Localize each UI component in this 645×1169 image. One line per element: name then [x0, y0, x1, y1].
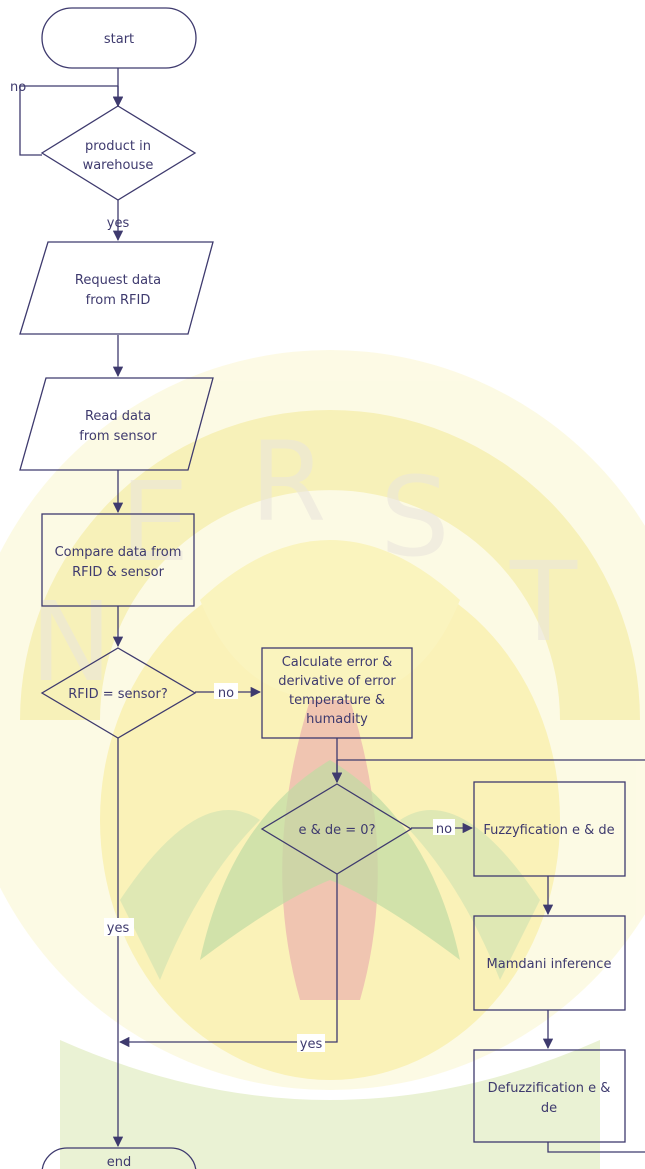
- connectors: [19, 68, 645, 1153]
- calc-line1: Calculate error &: [282, 655, 393, 670]
- start-label: start: [104, 32, 134, 47]
- calc-line4: humadity: [306, 712, 368, 727]
- e-de-no-label: no: [436, 822, 452, 837]
- svg-text:S: S: [380, 453, 450, 581]
- svg-text:E: E: [120, 458, 190, 586]
- product-in-warehouse-decision: product in warehouse: [40, 105, 197, 201]
- compare-line2: RFID & sensor: [72, 565, 164, 580]
- e-de-label: e & de = 0?: [299, 823, 376, 838]
- rfid-sensor-decision: RFID = sensor?: [40, 647, 197, 739]
- svg-text:R: R: [250, 418, 326, 546]
- start-node: start: [41, 7, 197, 69]
- compare-line1: Compare data from: [55, 545, 182, 560]
- e-de-zero-decision: e & de = 0?: [260, 783, 413, 875]
- mamdani-process: Mamdani inference: [473, 915, 626, 1011]
- fuzzyfication-process: Fuzzyfication e & de: [473, 781, 626, 877]
- rfid-no-label: no: [218, 686, 234, 701]
- request-rfid-io: Request data from RFID: [19, 241, 214, 335]
- warehouse-yes-label: yes: [107, 216, 130, 231]
- warehouse-label-line2: warehouse: [83, 158, 154, 173]
- defuzz-line2: de: [541, 1101, 557, 1116]
- rfid-sensor-label: RFID = sensor?: [68, 687, 168, 702]
- university-watermark: E R S N T: [0, 350, 645, 1169]
- fuzzyfication-label: Fuzzyfication e & de: [483, 823, 614, 838]
- svg-text:N: N: [30, 578, 112, 706]
- end-label: end: [107, 1155, 132, 1169]
- e-de-yes-label: yes: [300, 1037, 323, 1052]
- request-rfid-line1: Request data: [75, 273, 161, 288]
- defuzzification-process: Defuzzification e & de: [473, 1049, 626, 1143]
- mamdani-label: Mamdani inference: [487, 957, 612, 972]
- read-sensor-line2: from sensor: [79, 429, 157, 444]
- rfid-yes-label: yes: [107, 921, 130, 936]
- read-sensor-io: Read data from sensor: [19, 377, 214, 471]
- read-sensor-line1: Read data: [85, 409, 151, 424]
- calc-line3: temperature &: [289, 693, 385, 708]
- warehouse-no-label: no: [10, 80, 26, 95]
- calc-line2: derivative of error: [278, 674, 396, 689]
- compare-process: Compare data from RFID & sensor: [41, 513, 195, 607]
- warehouse-label-line1: product in: [85, 139, 151, 154]
- edge-labels: no yes no yes no yes: [10, 80, 455, 1052]
- svg-text:T: T: [509, 538, 578, 666]
- end-node: end: [41, 1147, 197, 1169]
- calculate-error-process: Calculate error & derivative of error te…: [261, 647, 413, 739]
- defuzz-line1: Defuzzification e &: [488, 1081, 611, 1096]
- request-rfid-line2: from RFID: [86, 293, 151, 308]
